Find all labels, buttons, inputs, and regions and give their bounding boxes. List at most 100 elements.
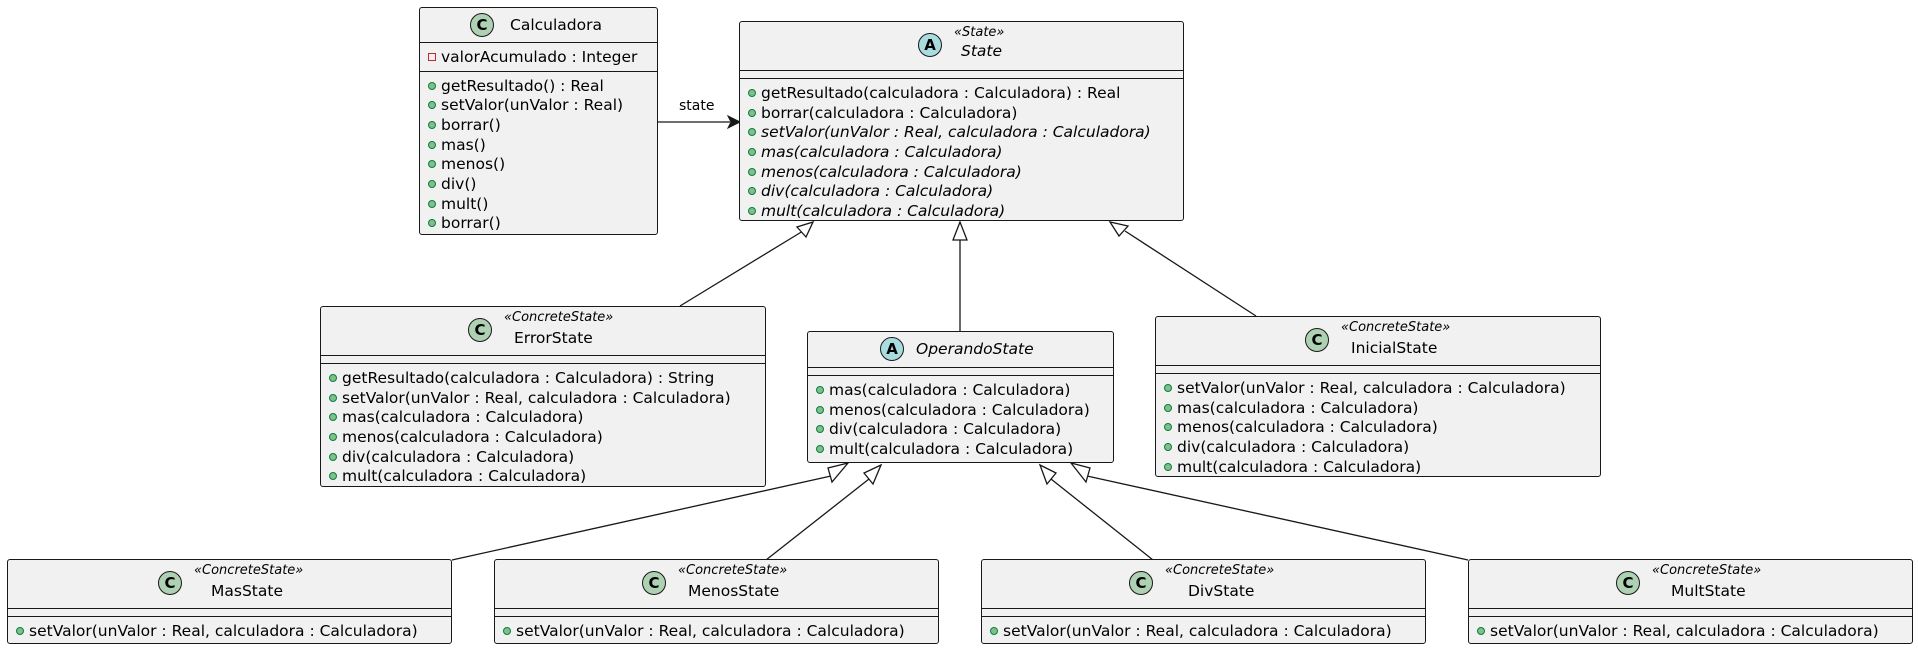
method-row: div(calculadora : Calculadora) bbox=[748, 181, 1183, 201]
class-name: InicialState bbox=[1351, 339, 1438, 357]
public-visibility-icon bbox=[816, 405, 824, 414]
public-visibility-icon bbox=[329, 373, 337, 382]
public-visibility-icon bbox=[428, 199, 436, 208]
abstract-a-icon: A bbox=[918, 33, 942, 57]
class-header: C «ConcreteState» MenosState bbox=[495, 560, 938, 609]
method-row: mas(calculadora : Calculadora) bbox=[1164, 398, 1600, 418]
methods-section: setValor(unValor : Real, calculadora : C… bbox=[1469, 617, 1912, 645]
method-text: div(calculadora : Calculadora) bbox=[342, 447, 575, 466]
method-row: getResultado(calculadora : Calculadora) … bbox=[329, 368, 765, 388]
method-text: div(calculadora : Calculadora) bbox=[1177, 437, 1410, 456]
public-visibility-icon bbox=[428, 81, 436, 90]
class-stereotype: «ConcreteState» bbox=[504, 310, 614, 325]
class-menos-state[interactable]: C «ConcreteState» MenosState setValor(un… bbox=[494, 559, 939, 644]
class-mas-state[interactable]: C «ConcreteState» MasState setValor(unVa… bbox=[7, 559, 452, 644]
class-stereotype: «ConcreteState» bbox=[678, 563, 788, 578]
attributes-section bbox=[8, 609, 451, 617]
generalization-line bbox=[765, 478, 870, 561]
class-stereotype: «ConcreteState» bbox=[194, 563, 304, 578]
method-row: mas(calculadora : Calculadora) bbox=[816, 380, 1113, 400]
method-row: getResultado() : Real bbox=[428, 76, 657, 96]
attributes-section bbox=[495, 609, 938, 617]
method-text: div(calculadora : Calculadora) bbox=[761, 182, 994, 201]
method-row: mult(calculadora : Calculadora) bbox=[816, 439, 1113, 459]
method-row: setValor(unValor : Real, calculadora : C… bbox=[1164, 378, 1600, 398]
public-visibility-icon bbox=[816, 385, 824, 394]
method-text: menos(calculadora : Calculadora) bbox=[342, 427, 603, 446]
class-stereotype: «ConcreteState» bbox=[1341, 320, 1451, 335]
method-row: borrar() bbox=[428, 115, 657, 135]
private-visibility-icon bbox=[428, 52, 436, 61]
abstract-a-icon: A bbox=[880, 337, 904, 361]
public-visibility-icon bbox=[1164, 383, 1172, 392]
class-name: ErrorState bbox=[514, 329, 593, 347]
public-visibility-icon bbox=[1164, 442, 1172, 451]
methods-section: mas(calculadora : Calculadora) menos(cal… bbox=[808, 376, 1113, 463]
class-state[interactable]: A «State» State getResultado(calculadora… bbox=[739, 21, 1184, 221]
attribute-text: valorAcumulado : Integer bbox=[441, 47, 638, 66]
method-text: mult(calculadora : Calculadora) bbox=[1177, 457, 1422, 476]
method-row: borrar(calculadora : Calculadora) bbox=[748, 103, 1183, 123]
class-header: A OperandoState bbox=[808, 332, 1113, 368]
method-row: mas() bbox=[428, 135, 657, 155]
method-text: mult(calculadora : Calculadora) bbox=[761, 201, 1006, 220]
public-visibility-icon bbox=[329, 452, 337, 461]
class-name: MasState bbox=[211, 582, 283, 600]
method-text: menos(calculadora : Calculadora) bbox=[761, 162, 1022, 181]
public-visibility-icon bbox=[748, 128, 756, 137]
method-row: setValor(unValor : Real) bbox=[428, 95, 657, 115]
method-text: mult(calculadora : Calculadora) bbox=[342, 467, 587, 486]
class-c-icon: C bbox=[470, 13, 494, 37]
class-c-icon: C bbox=[1616, 571, 1640, 595]
public-visibility-icon bbox=[748, 187, 756, 196]
method-row: mult(calculadora : Calculadora) bbox=[329, 466, 765, 486]
public-visibility-icon bbox=[329, 413, 337, 422]
method-row: borrar() bbox=[428, 214, 657, 234]
method-text: setValor(unValor : Real, calculadora : C… bbox=[342, 388, 731, 407]
public-visibility-icon bbox=[428, 140, 436, 149]
method-text: setValor(unValor : Real, calculadora : C… bbox=[1490, 621, 1879, 640]
public-visibility-icon bbox=[16, 626, 24, 635]
class-name: OperandoState bbox=[916, 340, 1034, 358]
method-text: mult(calculadora : Calculadora) bbox=[829, 439, 1074, 458]
public-visibility-icon bbox=[1477, 626, 1485, 635]
public-visibility-icon bbox=[748, 206, 756, 215]
method-row: menos(calculadora : Calculadora) bbox=[748, 162, 1183, 182]
public-visibility-icon bbox=[503, 626, 511, 635]
method-text: mas(calculadora : Calculadora) bbox=[761, 142, 1003, 161]
class-error-state[interactable]: C «ConcreteState» ErrorState getResultad… bbox=[320, 306, 766, 487]
public-visibility-icon bbox=[816, 444, 824, 453]
method-text: menos(calculadora : Calculadora) bbox=[1177, 418, 1438, 437]
public-visibility-icon bbox=[748, 167, 756, 176]
method-text: menos() bbox=[441, 155, 506, 174]
class-stereotype: «State» bbox=[954, 25, 1005, 40]
method-text: mult() bbox=[441, 194, 489, 213]
methods-section: getResultado() : Real setValor(unValor :… bbox=[420, 72, 657, 238]
methods-section: setValor(unValor : Real, calculadora : C… bbox=[982, 617, 1425, 645]
public-visibility-icon bbox=[428, 120, 436, 129]
method-row: mult() bbox=[428, 194, 657, 214]
generalization-line bbox=[1086, 475, 1469, 561]
method-text: div(calculadora : Calculadora) bbox=[829, 420, 1062, 439]
public-visibility-icon bbox=[428, 219, 436, 228]
class-calculadora[interactable]: C Calculadora valorAcumulado : Integer g… bbox=[419, 7, 658, 235]
class-div-state[interactable]: C «ConcreteState» DivState setValor(unVa… bbox=[981, 559, 1426, 644]
attributes-section bbox=[1156, 366, 1600, 374]
attributes-section bbox=[321, 356, 765, 364]
public-visibility-icon bbox=[748, 108, 756, 117]
association-label: state bbox=[679, 98, 715, 114]
methods-section: getResultado(calculadora : Calculadora) … bbox=[321, 364, 765, 490]
class-c-icon: C bbox=[468, 318, 492, 342]
public-visibility-icon bbox=[1164, 403, 1172, 412]
class-operando-state[interactable]: A OperandoState mas(calculadora : Calcul… bbox=[807, 331, 1114, 463]
method-text: setValor(unValor : Real, calculadora : C… bbox=[1003, 621, 1392, 640]
method-text: div() bbox=[441, 174, 477, 193]
class-header: C «ConcreteState» MasState bbox=[8, 560, 451, 609]
public-visibility-icon bbox=[748, 88, 756, 97]
generalization-line bbox=[679, 230, 804, 307]
class-inicial-state[interactable]: C «ConcreteState» InicialState setValor(… bbox=[1155, 316, 1601, 477]
method-row: setValor(unValor : Real, calculadora : C… bbox=[503, 621, 938, 641]
class-mult-state[interactable]: C «ConcreteState» MultState setValor(unV… bbox=[1468, 559, 1913, 644]
public-visibility-icon bbox=[428, 160, 436, 169]
class-stereotype: «ConcreteState» bbox=[1652, 563, 1762, 578]
